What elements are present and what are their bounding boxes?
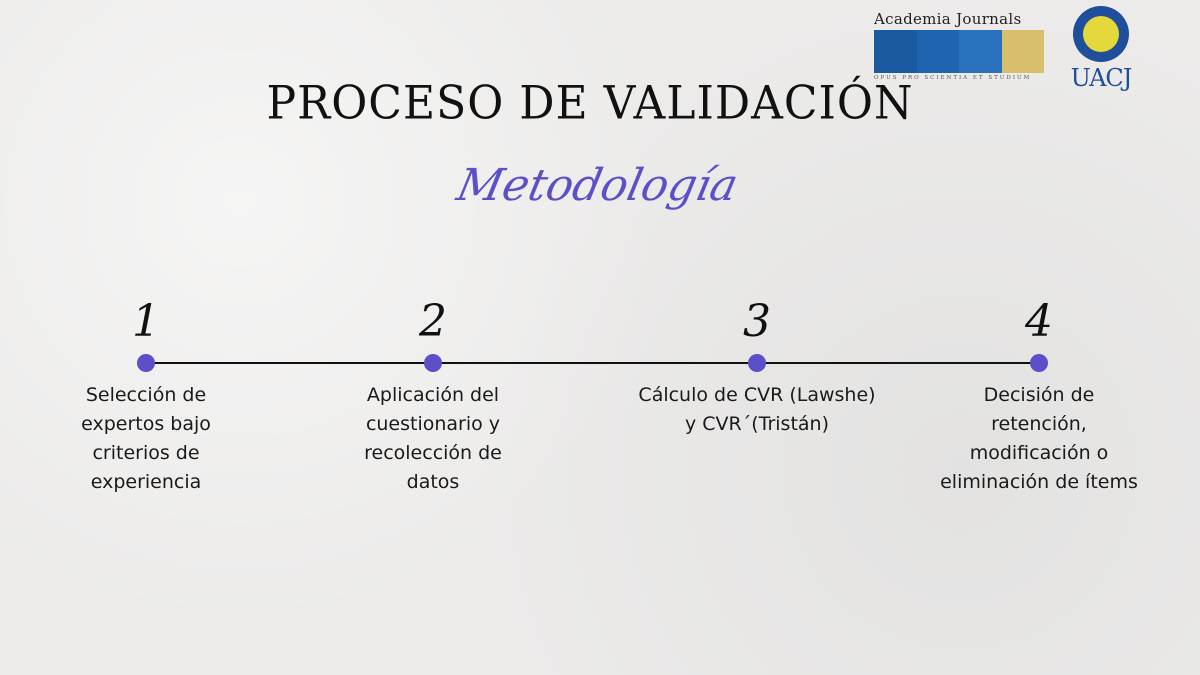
step-number: 4 bbox=[1025, 296, 1053, 347]
logo-color-bar bbox=[874, 30, 1044, 73]
uacj-seal-icon bbox=[1073, 6, 1129, 62]
step-number: 2 bbox=[419, 296, 447, 347]
step-number: 3 bbox=[743, 296, 771, 347]
step-label: Selección de expertos bajo criterios de … bbox=[81, 384, 211, 493]
timeline-dot bbox=[424, 354, 442, 372]
step-label: Cálculo de CVR (Lawshe) y CVR´(Tristán) bbox=[638, 384, 876, 435]
uacj-logo-text: UACJ bbox=[1070, 64, 1133, 92]
page-title: PROCESO DE VALIDACIÓN bbox=[266, 76, 914, 131]
step-label: Aplicación del cuestionario y recolecció… bbox=[364, 384, 502, 493]
uacj-logo: UACJ bbox=[1068, 6, 1134, 92]
timeline-line bbox=[146, 362, 1039, 364]
timeline-dot bbox=[1030, 354, 1048, 372]
timeline-dot bbox=[748, 354, 766, 372]
step-number: 1 bbox=[132, 296, 160, 347]
logo-motto: OPUS PRO SCIENTIA ET STUDIUM bbox=[874, 75, 1032, 81]
academia-journals-logo: Academia Journals OPUS PRO SCIENTIA ET S… bbox=[874, 10, 1044, 81]
step-label: Decisión de retención, modificación o el… bbox=[940, 384, 1138, 493]
logo-name: Academia Journals bbox=[874, 10, 1022, 28]
timeline-dot bbox=[137, 354, 155, 372]
subtitle: Metodología bbox=[452, 160, 743, 211]
